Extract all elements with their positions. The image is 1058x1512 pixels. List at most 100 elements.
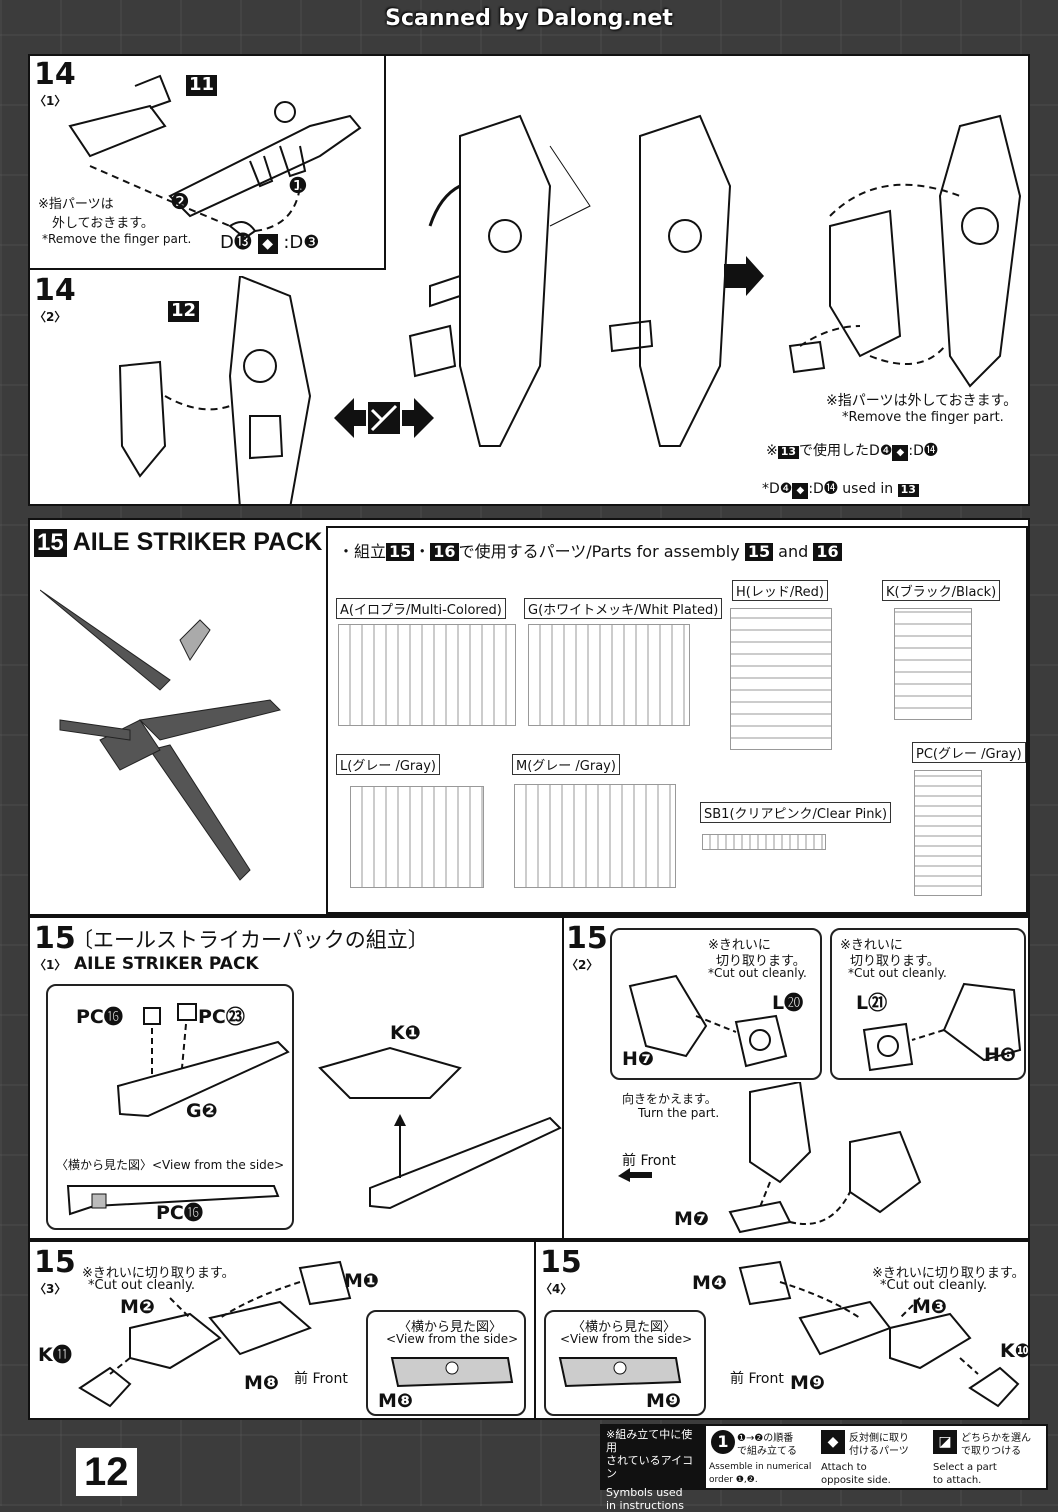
step14-panel: 14 〈1〉 11 ❶ ❷ ※指パーツは 外しておきます。 *Remove th… [28, 54, 1030, 506]
next-step-arrow [724, 256, 764, 296]
cut-note-en: *Cut out cleanly. [88, 1278, 196, 1293]
part-label-pc23: PC㉓ [198, 1006, 245, 1028]
rifle-illustration [68, 74, 362, 240]
view-from-side-en: <View from the side> [560, 1332, 693, 1346]
numerical-order-icon: 1 [711, 1430, 735, 1454]
cut-note-jp-2: 切り取ります。 [716, 954, 806, 969]
page-number: 12 [76, 1448, 137, 1496]
sprue-a-label: A(イロプラ/Multi-Colored) [336, 598, 506, 619]
opposite-side-icon: ◆ [892, 445, 909, 461]
front-arrow [618, 1168, 652, 1182]
step-ref: 15 [386, 542, 415, 562]
step15-2-right-detail: ※きれいに 切り取ります。 *Cut out cleanly. L㉑ H❽ [830, 928, 1026, 1080]
aile-striker-pack-illustration [40, 589, 281, 881]
view-from-side-jp: 〈横から見た図〉 [398, 1320, 503, 1335]
legend-item-select: ◪ どちらかを選ん で取りつける Select a part to attach… [928, 1426, 1046, 1488]
view-from-side-label: 〈横から見た図〉<View from the side> [56, 1158, 285, 1172]
sprue-k [894, 608, 972, 720]
divider [534, 1242, 536, 1418]
part-label-m8: M❽ [244, 1372, 279, 1394]
step-number: 15 [540, 1245, 582, 1280]
part-label-pc16: PC⓰ [76, 1006, 123, 1028]
reused-part-note-en: *D❹◆:D⓮ used in 13 [762, 478, 919, 499]
part-label-l21: L㉑ [856, 992, 888, 1014]
turn-note-en: Turn the part. [638, 1106, 720, 1120]
sprue-a [338, 624, 516, 726]
finger-note-jp-1: ※指パーツは [38, 197, 114, 212]
finger-note-jp: ※指パーツは外しておきます。 [826, 393, 1018, 409]
opposite-side-icon: ◆ [257, 234, 278, 254]
view-from-side-en: <View from the side> [386, 1332, 519, 1346]
section15-title: 15 AILE STRIKER PACK [34, 528, 322, 557]
front-direction: 前 Front [730, 1371, 784, 1387]
cut-note-jp: ※きれいに切り取ります。 [872, 1266, 1025, 1281]
step15-34-panel: 15 〈3〉 ※きれいに切り取ります。 *Cut out cleanly. M❶… [28, 1240, 1030, 1420]
part-label-m7: M❼ [674, 1208, 709, 1230]
step-ref: 16 [430, 542, 459, 562]
divider [562, 918, 564, 1238]
view-from-side-jp: 〈横から見た図〉 [572, 1320, 677, 1335]
step-subnumber: 〈1〉 [34, 958, 67, 972]
cut-note-en: *Cut out cleanly. [708, 966, 807, 980]
part-label-m3: M❸ [912, 1296, 947, 1318]
part-label-11: 11 [186, 74, 218, 96]
rail-part-illustration [116, 1003, 290, 1118]
step-subnumber: 〈2〉 [566, 958, 599, 972]
cut-note-jp: ※きれいに切り取ります。 [82, 1266, 235, 1281]
m7-assembly-illustration [728, 1082, 922, 1234]
h7-l20-illustration [628, 974, 788, 1068]
part-label-k1: K❶ [390, 1022, 421, 1044]
step-number: 15 [34, 1245, 76, 1280]
cut-note-en: *Cut out cleanly. [848, 966, 947, 980]
sprue-g [528, 624, 690, 726]
sprue-m-label: M(グレー /Gray) [512, 754, 620, 775]
cut-note-en: *Cut out cleanly. [880, 1278, 988, 1293]
legend-item-order: 1 ❶→❷の順番 で組み立てる Assemble in numerical or… [706, 1426, 816, 1488]
select-part-icon [334, 398, 434, 438]
finger-note-en: *Remove the finger part. [842, 410, 1004, 425]
front-direction: 前 Front [622, 1153, 676, 1169]
side-view-illustration [558, 1357, 682, 1388]
order-arrow-2: ❷ [170, 190, 190, 215]
scan-credit: Scanned by Dalong.net [385, 6, 673, 31]
shield-assembly-illustration [408, 114, 1022, 447]
sprue-h-label: H(レッド/Red) [732, 580, 828, 601]
k1-assembly-illustration [318, 1046, 562, 1210]
step-ref: 16 [813, 542, 842, 562]
part-label-pc16-side: PC⓰ [156, 1202, 203, 1224]
m3-assembly-illustration [738, 1260, 1020, 1408]
part-label-12: 12 [168, 300, 200, 322]
h8-l21-illustration [862, 982, 1022, 1072]
step15-3-side-view: 〈横から見た図〉 <View from the side> M❽ [366, 1310, 526, 1416]
order-arrow-1: ❶ [288, 174, 308, 199]
front-direction: 前 Front [294, 1371, 348, 1387]
step15-2-left-detail: ※きれいに 切り取ります。 *Cut out cleanly. L⓴ H❼ [610, 928, 822, 1080]
legend-item-opposite: ◆ 反対側に取り 付けるパーツ Attach to opposite side. [816, 1426, 928, 1488]
side-view-illustration [390, 1357, 514, 1388]
step15-1-title-jp: 〔エールストライカーパックの組立〕 [72, 928, 429, 952]
step-subnumber: 〈1〉 [34, 94, 67, 108]
step-ref: 15 [744, 542, 774, 562]
part-label-m9-side: M❾ [646, 1390, 681, 1412]
opposite-side-icon: ◆ [821, 1430, 845, 1454]
side-view-illustration [66, 1185, 280, 1216]
sprue-l [350, 786, 484, 888]
opposite-side-icon: ◆ [792, 483, 809, 499]
part-swap: D⓭ ◆ :D❸ [220, 228, 319, 254]
part-label-m4: M❹ [692, 1272, 727, 1294]
sprue-g-label: G(ホワイトメッキ/Whit Plated) [524, 598, 723, 619]
m2-assembly-illustration [78, 1260, 352, 1408]
part-swap-to: :D❸ [283, 232, 320, 253]
step-number: 14 [34, 273, 76, 308]
step-subnumber: 〈2〉 [34, 310, 67, 324]
part-label-l20: L⓴ [772, 992, 804, 1014]
step-subnumber: 〈4〉 [540, 1282, 573, 1296]
step-number: 15 [34, 921, 76, 956]
part-label-g2: G❷ [186, 1100, 218, 1122]
part-label-k11: K⓫ [38, 1344, 72, 1366]
step-ref: 13 [897, 483, 919, 497]
step-subnumber: 〈3〉 [34, 1282, 67, 1296]
